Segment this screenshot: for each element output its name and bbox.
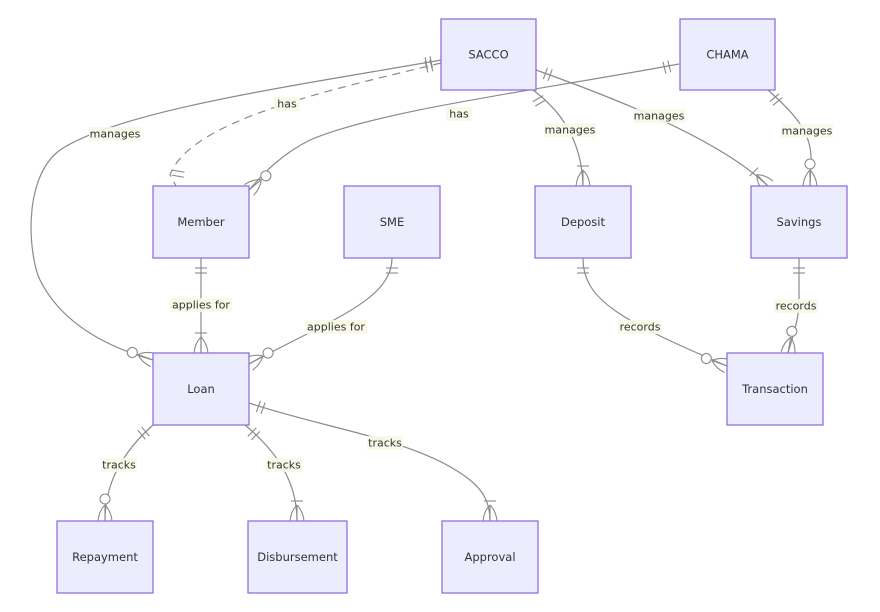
rel-loan-repayment-to-marker bbox=[97, 493, 113, 522]
rel-chama-member-from-marker bbox=[662, 60, 672, 74]
entity-box[interactable] bbox=[679, 18, 776, 91]
rel-loan-disbursement-to-marker bbox=[289, 500, 305, 522]
entity-label: Member bbox=[177, 215, 225, 229]
entity-label: Deposit bbox=[561, 215, 605, 229]
entity-label: Savings bbox=[777, 215, 822, 229]
entity-label: Disbursement bbox=[257, 550, 338, 564]
entity-deposit[interactable]: Deposit bbox=[534, 185, 632, 259]
entity-label: CHAMA bbox=[706, 48, 748, 62]
rel-deposit-transaction-label-bg bbox=[618, 320, 662, 334]
entity-box[interactable] bbox=[152, 352, 250, 426]
rel-sacco-loan-from-marker bbox=[424, 56, 434, 70]
rel-sacco-deposit-label-bg bbox=[544, 123, 596, 137]
entity-member[interactable]: Member bbox=[152, 185, 250, 259]
rel-sme-loan-label: applies for bbox=[307, 321, 365, 334]
rel-deposit-transaction-line bbox=[582, 257, 728, 367]
rel-member-loan-to-marker bbox=[193, 332, 209, 354]
rel-deposit-transaction-from-marker bbox=[577, 267, 589, 274]
entity-box[interactable] bbox=[56, 520, 154, 594]
entity-label: SME bbox=[380, 215, 405, 229]
rel-sacco-savings-label: manages bbox=[634, 110, 685, 123]
rel-chama-savings-from-marker bbox=[769, 93, 783, 106]
entity-repayment[interactable]: Repayment bbox=[56, 520, 154, 594]
rel-loan-approval-from-marker bbox=[255, 400, 266, 414]
rel-loan-repayment-label-bg bbox=[101, 458, 137, 472]
rel-savings-transaction-label: records bbox=[776, 300, 817, 313]
rel-chama-member-line bbox=[248, 63, 680, 191]
rel-chama-member-to-marker bbox=[244, 170, 272, 196]
rel-member-loan-label: applies for bbox=[172, 299, 230, 312]
rel-savings-transaction-from-marker bbox=[793, 267, 805, 274]
rel-chama-member-label: has bbox=[449, 108, 469, 121]
rel-sme-loan-from-marker bbox=[386, 267, 398, 274]
rel-sacco-savings-from-marker bbox=[542, 67, 553, 81]
entity-label: Transaction bbox=[741, 382, 808, 396]
rel-chama-savings-label-bg bbox=[781, 124, 833, 138]
entity-box[interactable] bbox=[750, 185, 848, 259]
entity-disbursement[interactable]: Disbursement bbox=[247, 520, 348, 594]
rel-loan-approval-label-bg bbox=[367, 436, 403, 450]
rel-loan-disbursement-label-bg bbox=[266, 458, 302, 472]
rel-loan-repayment-from-marker bbox=[137, 426, 150, 440]
entity-box[interactable] bbox=[441, 520, 539, 594]
entity-chama[interactable]: CHAMA bbox=[679, 18, 776, 91]
rel-loan-approval-label: tracks bbox=[368, 437, 402, 450]
rel-sacco-deposit-to-marker bbox=[575, 165, 591, 187]
entity-box[interactable] bbox=[726, 352, 824, 426]
rel-sacco-member-label: has bbox=[277, 98, 297, 111]
entity-box[interactable] bbox=[343, 185, 441, 259]
rel-loan-repayment-label: tracks bbox=[102, 459, 136, 472]
rel-savings-transaction-to-marker bbox=[780, 325, 798, 355]
entity-sacco[interactable]: SACCO bbox=[440, 18, 537, 91]
entity-approval[interactable]: Approval bbox=[441, 520, 539, 594]
rel-sacco-member-label-bg bbox=[274, 97, 300, 111]
rel-sacco-savings-label-bg bbox=[633, 109, 685, 123]
rel-sacco-loan-label: manages bbox=[90, 128, 141, 141]
rel-loan-disbursement-from-marker bbox=[247, 427, 261, 441]
rel-deposit-transaction-label: records bbox=[620, 321, 661, 334]
entity-box[interactable] bbox=[152, 185, 250, 259]
rel-sme-loan-to-marker bbox=[245, 347, 274, 371]
entity-label: Loan bbox=[187, 382, 215, 396]
cardinality-markers bbox=[97, 56, 818, 522]
rel-member-loan-label-bg bbox=[170, 298, 232, 312]
entity-box[interactable] bbox=[534, 185, 632, 259]
rel-savings-transaction-label-bg bbox=[774, 299, 818, 313]
entity-transaction[interactable]: Transaction bbox=[726, 352, 824, 426]
rel-sme-loan-label-bg bbox=[305, 320, 367, 334]
entity-label: SACCO bbox=[468, 48, 508, 62]
rel-sacco-loan-to-marker bbox=[126, 346, 156, 368]
rel-loan-disbursement-label: tracks bbox=[267, 459, 301, 472]
rel-sacco-member-to-marker bbox=[171, 169, 185, 178]
relationship-lines bbox=[30, 59, 812, 522]
entity-loan[interactable]: Loan bbox=[152, 352, 250, 426]
entity-label: Repayment bbox=[72, 550, 138, 564]
entity-box[interactable] bbox=[440, 18, 537, 91]
rel-sacco-member-from-marker bbox=[424, 59, 434, 73]
entity-savings[interactable]: Savings bbox=[750, 185, 848, 259]
entity-box[interactable] bbox=[247, 520, 348, 594]
rel-chama-savings-to-marker bbox=[802, 158, 818, 187]
rel-member-loan-from-marker bbox=[195, 267, 207, 274]
relationship-labels: has manages has manages manages manages applie… bbox=[89, 97, 833, 472]
rel-sacco-deposit-from-marker bbox=[532, 95, 546, 107]
entity-label: Approval bbox=[464, 550, 515, 564]
rel-chama-savings-label: manages bbox=[782, 125, 833, 138]
entity-sme[interactable]: SME bbox=[343, 185, 441, 259]
rel-deposit-transaction-to-marker bbox=[700, 352, 730, 374]
rel-sacco-member-line bbox=[169, 62, 442, 187]
rel-sacco-loan-label-bg bbox=[89, 127, 141, 141]
rel-loan-disbursement-line bbox=[244, 424, 298, 522]
rel-chama-member-label-bg bbox=[446, 107, 472, 121]
rel-sacco-deposit-line bbox=[532, 89, 584, 187]
rel-loan-approval-to-marker bbox=[482, 500, 498, 522]
rel-loan-repayment-line bbox=[104, 424, 154, 522]
rel-sacco-loan-line bbox=[30, 59, 442, 361]
rel-sacco-deposit-label: manages bbox=[545, 124, 596, 137]
